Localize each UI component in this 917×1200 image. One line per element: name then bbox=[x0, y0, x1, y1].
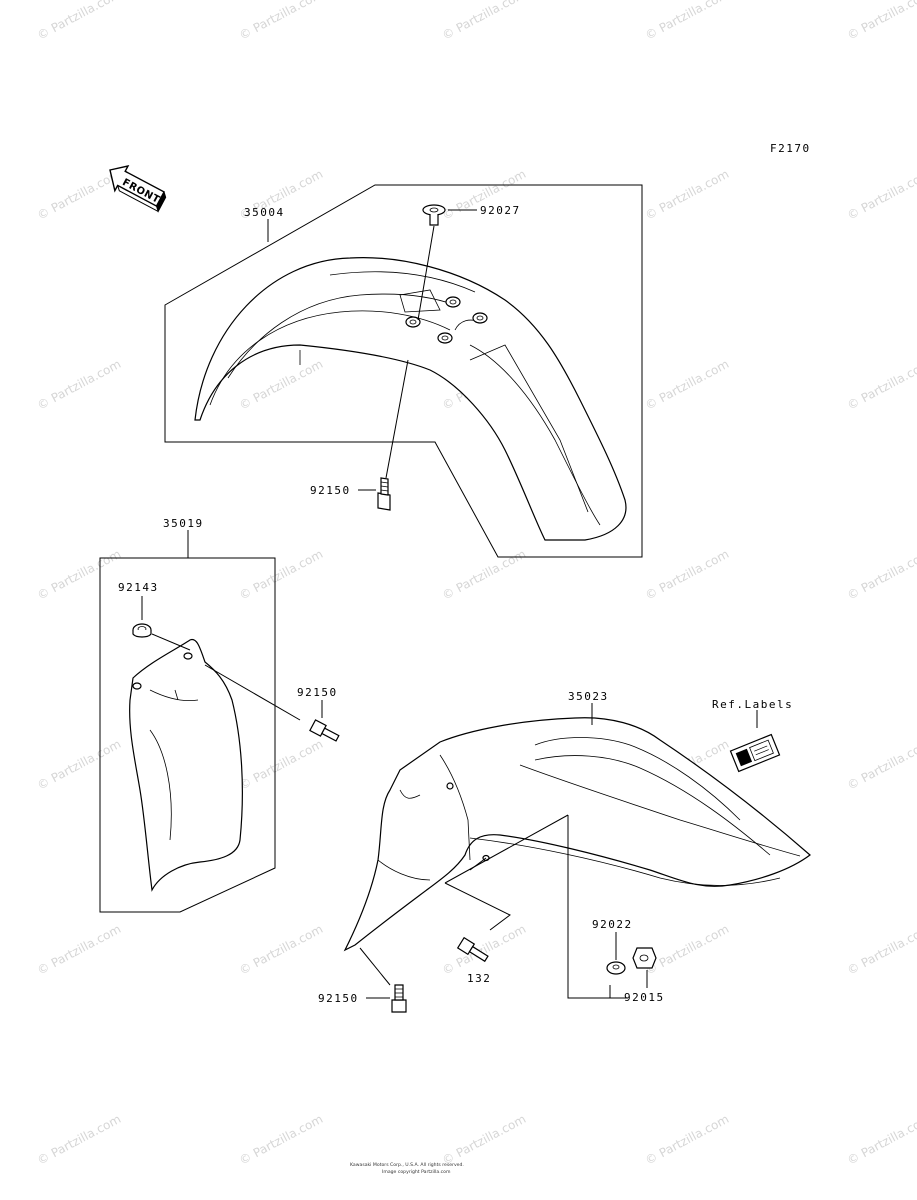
part-label-92027: 92027 bbox=[480, 204, 521, 217]
watermark-11: © Partzilla.com bbox=[237, 357, 325, 413]
bolt-92150-bottom-icon bbox=[391, 984, 407, 1013]
watermark-1: © Partzilla.com bbox=[237, 0, 325, 43]
part-label-92150-top: 92150 bbox=[310, 484, 351, 497]
part-label-92150-mid: 92150 bbox=[297, 686, 338, 699]
watermark-5: © Partzilla.com bbox=[35, 167, 123, 223]
part-label-92150-bottom: 92150 bbox=[318, 992, 359, 1005]
watermark-28: © Partzilla.com bbox=[643, 922, 731, 978]
front-fender-part bbox=[194, 257, 627, 541]
watermark-33: © Partzilla.com bbox=[643, 1112, 731, 1168]
part-label-35004: 35004 bbox=[244, 206, 285, 219]
bolt-92150-top-icon bbox=[377, 477, 391, 511]
watermark-29: © Partzilla.com bbox=[845, 922, 917, 978]
washer-92143-icon bbox=[132, 623, 152, 638]
watermark-9: © Partzilla.com bbox=[845, 167, 917, 223]
watermark-31: © Partzilla.com bbox=[237, 1112, 325, 1168]
footer-copyright: Kawasaki Motors Corp., U.S.A. All rights… bbox=[350, 1162, 464, 1168]
part-label-35019: 35019 bbox=[163, 517, 204, 530]
footer-copyright-2: Image copyright Partzilla.com bbox=[382, 1169, 451, 1175]
fork-guard-part bbox=[129, 638, 243, 892]
watermark-2: © Partzilla.com bbox=[440, 0, 528, 43]
watermark-13: © Partzilla.com bbox=[643, 357, 731, 413]
part-label-35023: 35023 bbox=[568, 690, 609, 703]
watermark-25: © Partzilla.com bbox=[35, 922, 123, 978]
watermark-15: © Partzilla.com bbox=[35, 547, 123, 603]
front-arrow-icon: FRONT bbox=[109, 164, 167, 213]
watermark-17: © Partzilla.com bbox=[440, 547, 528, 603]
bolt-92027-icon bbox=[422, 204, 446, 226]
watermark-layer: © Partzilla.com © Partzilla.com © Partzill… bbox=[35, 0, 917, 1168]
watermark-18: © Partzilla.com bbox=[643, 547, 731, 603]
figure-code: F2170 bbox=[770, 142, 811, 155]
watermark-30: © Partzilla.com bbox=[35, 1112, 123, 1168]
watermark-24: © Partzilla.com bbox=[845, 737, 917, 793]
fork-guard-group bbox=[99, 530, 340, 913]
front-fender-group bbox=[164, 184, 643, 558]
watermark-27: © Partzilla.com bbox=[440, 922, 528, 978]
part-label-92015: 92015 bbox=[624, 991, 665, 1004]
bolt-132-icon bbox=[456, 936, 489, 963]
watermark-10: © Partzilla.com bbox=[35, 357, 123, 413]
rear-fender-group bbox=[343, 703, 811, 1013]
watermark-21: © Partzilla.com bbox=[237, 737, 325, 793]
watermark-34: © Partzilla.com bbox=[845, 1112, 917, 1168]
front-fender-frame bbox=[164, 184, 643, 558]
ref-label-decal-icon bbox=[729, 733, 781, 773]
washer-92022-icon bbox=[606, 961, 626, 975]
watermark-8: © Partzilla.com bbox=[643, 167, 731, 223]
watermark-32: © Partzilla.com bbox=[440, 1112, 528, 1168]
part-label-92022: 92022 bbox=[592, 918, 633, 931]
part-label-92143: 92143 bbox=[118, 581, 159, 594]
nut-92015-icon bbox=[632, 947, 657, 969]
part-label-132: 132 bbox=[467, 972, 491, 985]
watermark-0: © Partzilla.com bbox=[35, 0, 123, 43]
fork-guard-frame bbox=[99, 557, 276, 913]
ref-labels-label: Ref.Labels bbox=[712, 698, 793, 711]
bolt-92150-mid-icon bbox=[309, 719, 340, 742]
watermark-19: © Partzilla.com bbox=[845, 547, 917, 603]
watermark-3: © Partzilla.com bbox=[643, 0, 731, 43]
watermark-26: © Partzilla.com bbox=[237, 922, 325, 978]
watermark-16: © Partzilla.com bbox=[237, 547, 325, 603]
watermark-14: © Partzilla.com bbox=[845, 357, 917, 413]
watermark-4: © Partzilla.com bbox=[845, 0, 917, 43]
watermark-20: © Partzilla.com bbox=[35, 737, 123, 793]
